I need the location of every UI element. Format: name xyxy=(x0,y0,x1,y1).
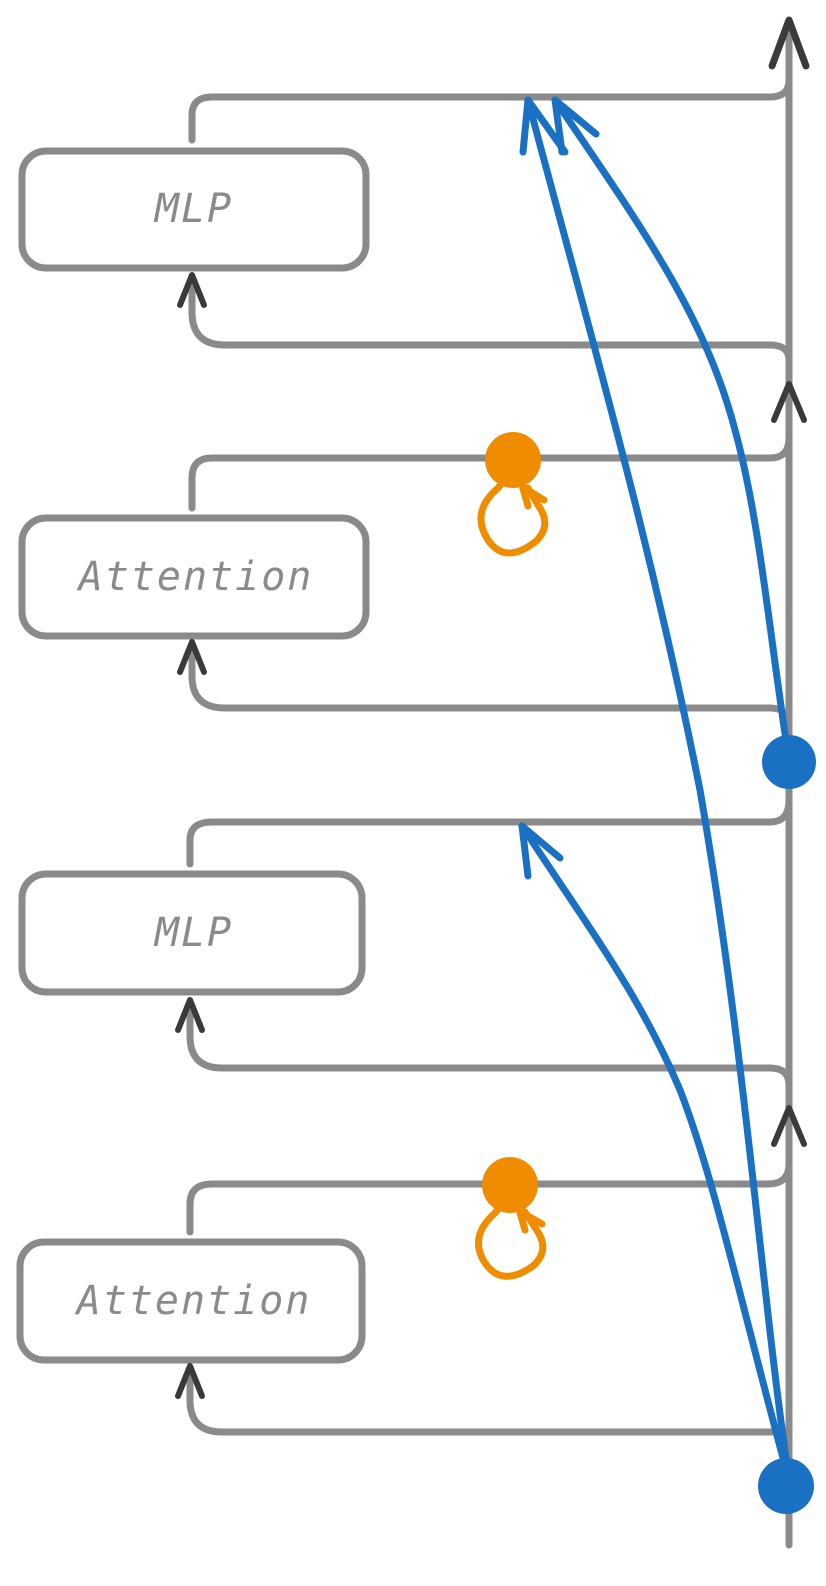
residual-read-mlp-lower-arrowhead xyxy=(175,997,205,1033)
block-label: MLP xyxy=(153,910,233,956)
block-box xyxy=(18,870,366,996)
residual-stream-top-arrowhead xyxy=(768,16,810,70)
blue-path-bottom-to-top-left xyxy=(524,96,793,1484)
block-mlp-top: MLP xyxy=(18,147,370,272)
blue-arrowhead-top-right xyxy=(551,96,600,156)
orange-node-dot xyxy=(485,432,541,488)
residual-read-mlp-top xyxy=(188,276,793,364)
blue-path-bottom-to-lower-mlp xyxy=(518,822,793,1484)
blue-node-bottom xyxy=(758,1458,814,1514)
block-label: MLP xyxy=(153,186,233,232)
residual-read-attention-bottom-arrowhead xyxy=(175,1363,205,1399)
block-box xyxy=(18,147,370,272)
block-attention-bottom: Attention xyxy=(16,1238,366,1364)
residual-write-attention-upper-arrowhead xyxy=(771,381,807,423)
blue-path-middle-to-top-right xyxy=(551,96,793,764)
orange-self-loop xyxy=(474,1191,547,1280)
residual-write-attention-bottom-arrowhead xyxy=(771,1105,807,1147)
orange-self-loop xyxy=(477,466,549,557)
orange-self-loop-arrowhead xyxy=(513,1198,546,1234)
blue-arrowhead-top-left xyxy=(519,96,569,156)
block-label: Attention xyxy=(76,554,314,600)
block-mlp-lower: MLP xyxy=(18,870,366,996)
blue-paths xyxy=(518,96,793,1484)
orange-self-loop-arrowhead xyxy=(516,474,548,510)
block-box xyxy=(18,514,370,640)
blue-arrowheads xyxy=(518,96,600,880)
block-box xyxy=(16,1238,366,1364)
block-label: Attention xyxy=(74,1278,312,1324)
residual-read-attention-upper-arrowhead xyxy=(177,639,207,675)
blue-arrowhead-lower-mlp xyxy=(518,822,564,880)
residual-read-mlp-lower xyxy=(186,1000,793,1089)
residual-read-attention-bottom xyxy=(186,1366,793,1436)
block-attention-upper: Attention xyxy=(18,514,370,640)
orange-node-lower xyxy=(474,1157,547,1280)
residual-write-mlp-lower xyxy=(186,796,793,868)
blue-node-middle xyxy=(762,735,816,789)
orange-node-dot xyxy=(482,1157,538,1213)
orange-node-upper xyxy=(477,432,549,557)
residual-read-attention-upper xyxy=(188,642,793,729)
residual-read-mlp-top-arrowhead xyxy=(177,272,207,308)
residual-write-mlp-top xyxy=(188,76,793,144)
